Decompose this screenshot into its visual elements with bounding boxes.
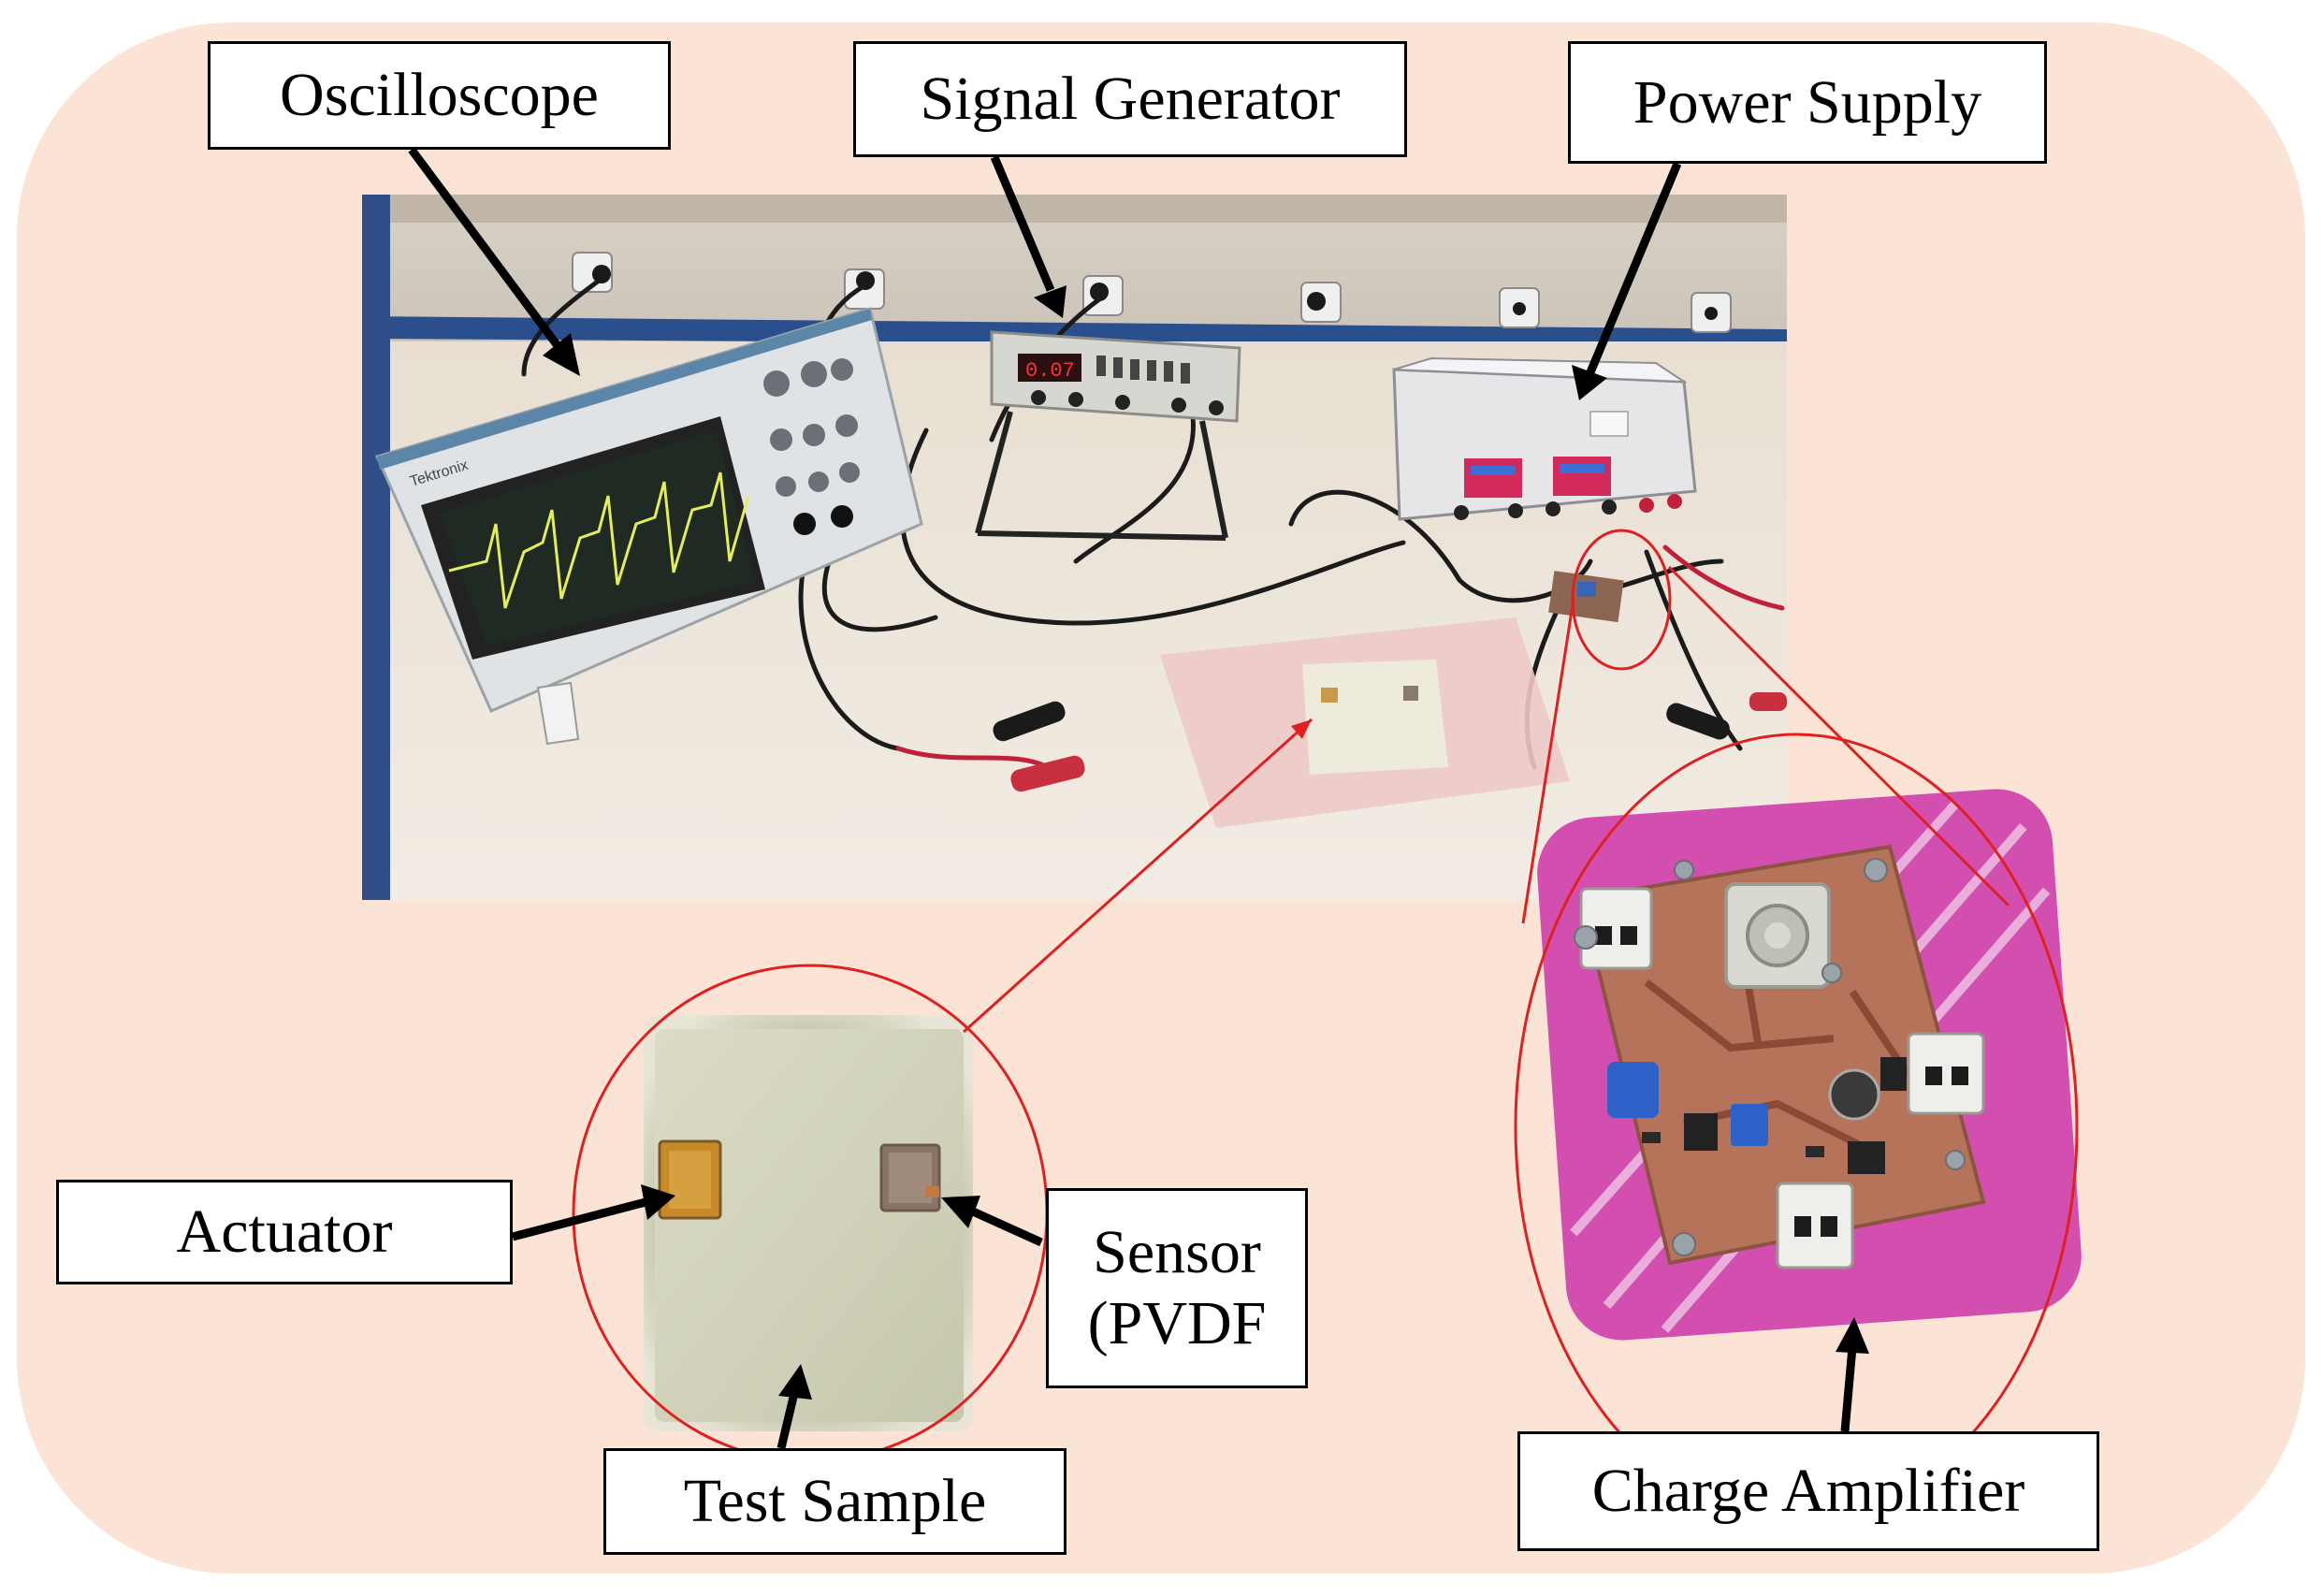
photo-left-post — [362, 195, 390, 900]
sensor-arrow — [971, 1207, 1043, 1247]
charge-amplifier-arrow — [1840, 1346, 1857, 1432]
photo-blue-rail — [362, 316, 1787, 348]
charge-amplifier-inset — [1537, 789, 2082, 1341]
photo-power-supply — [1392, 356, 1697, 521]
probe-clips — [993, 692, 1787, 792]
photo-charge-amplifier — [1548, 571, 1624, 623]
photo-signal-generator: 0.07 — [975, 330, 1241, 541]
terminal-blocks — [1579, 887, 1985, 1270]
amplifier-zoom-line-left — [1521, 598, 1575, 924]
test-sample-inset — [644, 1015, 973, 1431]
photo-wall-top — [362, 195, 1787, 223]
oscilloscope-label: Oscilloscope — [208, 41, 671, 150]
amplifier-zoom-line-right — [1667, 565, 2010, 907]
sample-zoom-arrowhead — [1291, 719, 1312, 739]
label-arrows — [408, 147, 1869, 1450]
actuator-arrow — [511, 1197, 647, 1241]
inset-sample-board — [655, 1029, 964, 1422]
power-supply-arrow — [1586, 162, 1682, 374]
charge-amplifier-label: Charge Amplifier — [1517, 1431, 2099, 1551]
photo-oscilloscope: Tektronix — [374, 307, 923, 746]
sensor-label: Sensor (PVDF — [1046, 1188, 1308, 1388]
photo-test-sample — [1302, 660, 1448, 775]
power-supply-label: Power Supply — [1568, 41, 2047, 164]
oscilloscope-arrow — [408, 147, 565, 354]
lab-setup-photo: Tektronix 0.07 — [362, 195, 1787, 900]
generator-display: 0.07 — [1025, 359, 1075, 383]
sensor-label-line2: (PVDF — [1087, 1289, 1267, 1357]
sample-zoom-line — [962, 718, 1313, 1034]
actuator-label: Actuator — [56, 1180, 513, 1284]
test-sample-label: Test Sample — [603, 1448, 1067, 1555]
sensor-label-line1: Sensor — [1093, 1218, 1261, 1287]
signal-generator-label: Signal Generator — [853, 41, 1407, 157]
test-sample-arrow — [776, 1387, 800, 1450]
signal-generator-arrow — [990, 155, 1055, 292]
